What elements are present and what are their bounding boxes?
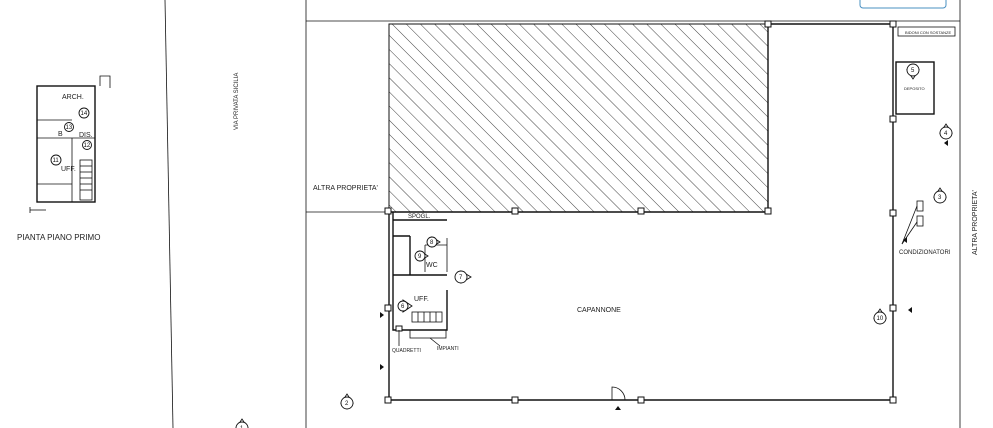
label-spogl: SPOGL. [408, 214, 431, 220]
marker-11: 11 [50, 154, 62, 166]
top-right-box [859, 0, 947, 9]
hatched-area [388, 23, 769, 213]
deposito: BIDONI CON SOSTANZE DEPOSITO [895, 26, 956, 115]
marker-2: 2 [340, 393, 354, 410]
marker-8: 8 [426, 236, 441, 248]
label-capannone: CAPANNONE [577, 307, 621, 314]
marker-9: 9 [414, 250, 429, 262]
svg-text:8: 8 [430, 240, 434, 246]
label-altra-proprieta-left: ALTRA PROPRIETA' [313, 185, 378, 192]
marker-13: 13 [64, 122, 74, 132]
first-floor-plan: ARCH. B DIS. UFF. PIANTA PIANO PRIMO [17, 75, 111, 242]
marker-14: 14 [78, 107, 90, 119]
label-quadretti: QUADRETTI [392, 348, 421, 354]
svg-text:12: 12 [84, 143, 91, 149]
svg-text:1: 1 [240, 426, 244, 428]
office-block: SPOGL. WC UFF. QUADRETTI IMPIANTI [392, 212, 459, 354]
marker-5: 5 [906, 63, 920, 80]
svg-text:10: 10 [877, 316, 884, 322]
label-uff-lower: UFF. [414, 296, 429, 303]
marker-3: 3 [933, 187, 947, 204]
label-bidoni: BIDONI CON SOSTANZE [905, 30, 951, 35]
label-uff-upper: UFF. [61, 166, 76, 173]
label-arch: ARCH. [62, 94, 84, 101]
first-floor-outline [36, 85, 96, 203]
marker-10: 10 [873, 308, 887, 325]
svg-text:3: 3 [938, 195, 942, 201]
condizionatori: CONDIZIONATORI [899, 200, 951, 256]
label-condizionatori: CONDIZIONATORI [899, 250, 951, 256]
svg-text:2: 2 [345, 401, 349, 407]
label-b: B [58, 131, 63, 138]
svg-text:13: 13 [66, 125, 73, 131]
label-deposito: DEPOSITO [904, 86, 925, 91]
marker-1: 1 [235, 418, 249, 428]
label-altra-proprieta-right: ALTRA PROPRIETA' [972, 190, 979, 255]
label-impianti: IMPIANTI [437, 346, 459, 352]
street: VIA PRIVATA SICILIA [164, 0, 307, 428]
label-wc: WC [426, 262, 438, 269]
svg-text:5: 5 [911, 68, 915, 74]
marker-7: 7 [454, 270, 472, 284]
svg-text:7: 7 [459, 275, 463, 281]
marker-12: 12 [82, 140, 92, 150]
svg-text:4: 4 [944, 131, 948, 137]
marker-6: 6 [397, 299, 413, 313]
marker-4: 4 [939, 123, 953, 140]
svg-text:6: 6 [401, 304, 405, 310]
main-building [380, 20, 948, 410]
label-pianta-piano-primo: PIANTA PIANO PRIMO [17, 233, 100, 242]
label-dis: DIS. [79, 132, 93, 139]
label-via-privata-sicilia: VIA PRIVATA SICILIA [234, 73, 240, 130]
svg-text:14: 14 [81, 111, 88, 117]
svg-text:11: 11 [53, 158, 60, 164]
svg-text:9: 9 [418, 254, 422, 260]
